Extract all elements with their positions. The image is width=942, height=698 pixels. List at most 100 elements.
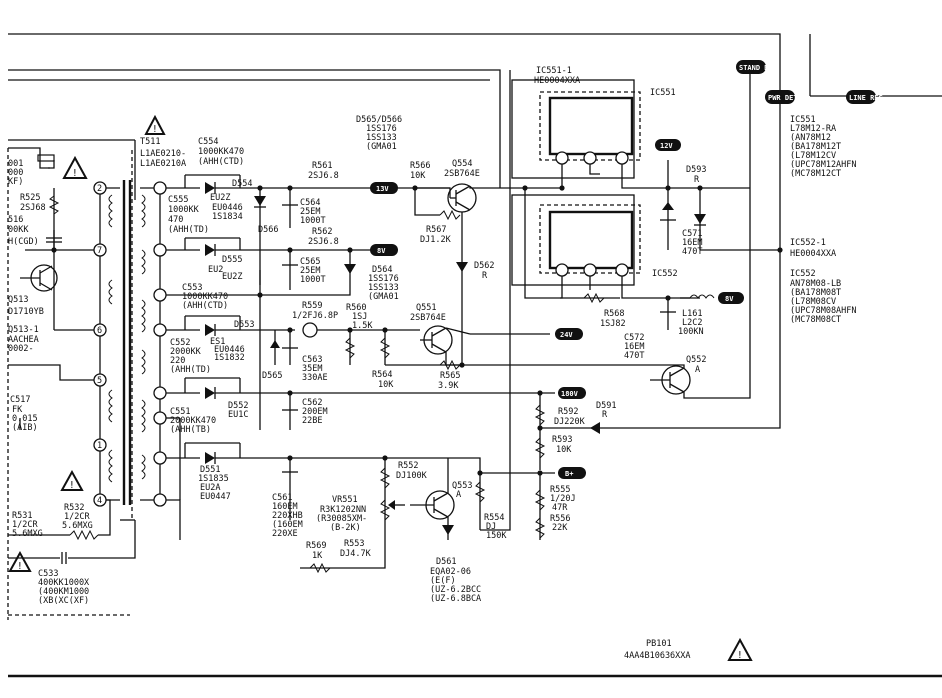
svg-text:4: 4 [97,496,102,506]
left-pin-4: 4 [93,493,107,507]
label-d565: D565 [262,371,282,381]
q553-feedback [300,70,511,574]
right-pin-15 [153,243,167,257]
right-pin-9 [153,323,167,337]
svg-text:6: 6 [97,326,102,336]
svg-text:!: ! [737,650,743,661]
left-pin-5: 5 [93,373,107,387]
right-side-parts: 12V 8V [500,139,781,540]
left-pin-6: 6 [93,323,107,337]
svg-text:!: ! [17,561,23,572]
v8-2-label: B+ [565,470,573,478]
right-pin-10 [153,493,167,507]
primary-section [7,139,136,620]
v24-label: 24V [560,331,573,339]
rail-caps [270,188,391,520]
label-ic552: IC552 [652,269,678,279]
top-bus-wires [8,33,942,678]
svg-text:7: 7 [97,246,102,256]
ic552-regulator [511,188,700,304]
left-pin-1: 1 [93,438,107,452]
q551-transistor [385,280,500,371]
transformer-t511: 2 7 6 5 1 4 [93,180,167,507]
warning-icon: ! [60,469,84,491]
label-d566: D566 [258,225,278,235]
ic551-regulator [511,79,750,189]
svg-text:5: 5 [97,376,102,386]
right-pin-8 [153,451,167,465]
warning-icon: ! [62,155,88,179]
terminal-pwr-det: PWR DET [765,90,798,104]
v13a-label: 13V [376,185,389,193]
junction-dots [51,185,783,476]
right-pin-11 [153,386,167,400]
label-ic551: IC551 [650,88,676,98]
v9-label: 8V [725,295,734,303]
v180-label: 180V [561,390,579,398]
v12-label: 12V [660,142,673,150]
right-pin-14 [153,411,167,425]
left-pin-2: 2 [93,181,107,195]
stand-by-label: STAND BY [739,64,774,72]
left-pin-7: 7 [93,243,107,257]
svg-text:2: 2 [97,184,102,194]
right-pin-12 [153,288,167,302]
terminal-line-reg: LINE REG [846,90,883,104]
